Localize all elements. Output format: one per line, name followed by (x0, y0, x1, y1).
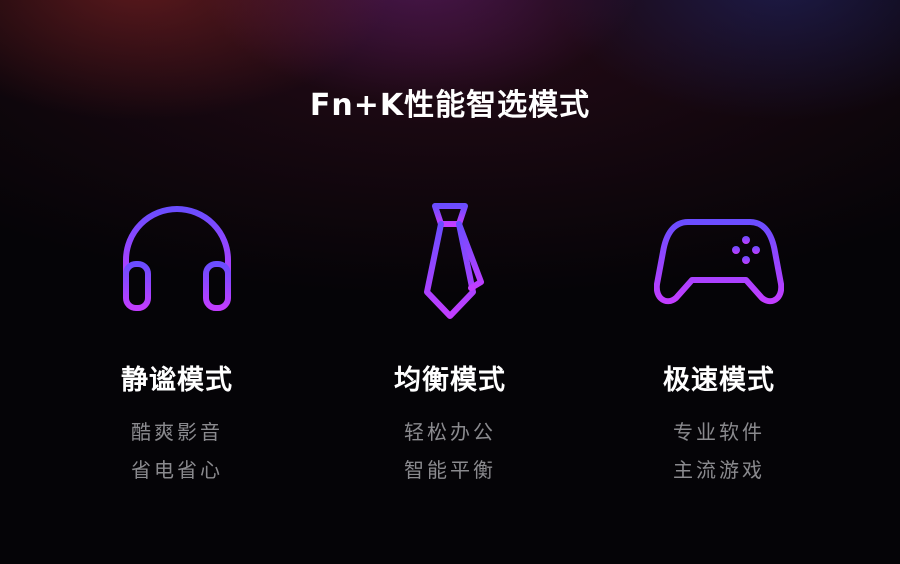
mode-description: 专业软件 主流游戏 (673, 413, 765, 489)
mode-desc-line: 智能平衡 (404, 458, 496, 482)
mode-desc-line: 轻松办公 (404, 420, 496, 444)
headphones-icon (123, 206, 231, 311)
mode-quiet: 静谧模式 酷爽影音 省电省心 (47, 200, 307, 489)
mode-turbo: 极速模式 专业软件 主流游戏 (589, 200, 849, 489)
mode-desc-line: 省电省心 (131, 458, 223, 482)
mode-desc-line: 专业软件 (673, 420, 765, 444)
necktie-icon (424, 203, 484, 319)
mode-description: 酷爽影音 省电省心 (131, 413, 223, 489)
mode-balanced: 均衡模式 轻松办公 智能平衡 (320, 200, 580, 489)
mode-name: 极速模式 (663, 365, 775, 396)
page-title: Fn+K性能智选模式 (309, 88, 591, 123)
mode-description: 轻松办公 智能平衡 (404, 413, 496, 489)
mode-desc-line: 酷爽影音 (131, 420, 223, 444)
mode-desc-line: 主流游戏 (673, 458, 765, 482)
mode-name: 静谧模式 (121, 365, 233, 396)
mode-name: 均衡模式 (394, 365, 506, 396)
gamepad-icon (654, 219, 784, 305)
